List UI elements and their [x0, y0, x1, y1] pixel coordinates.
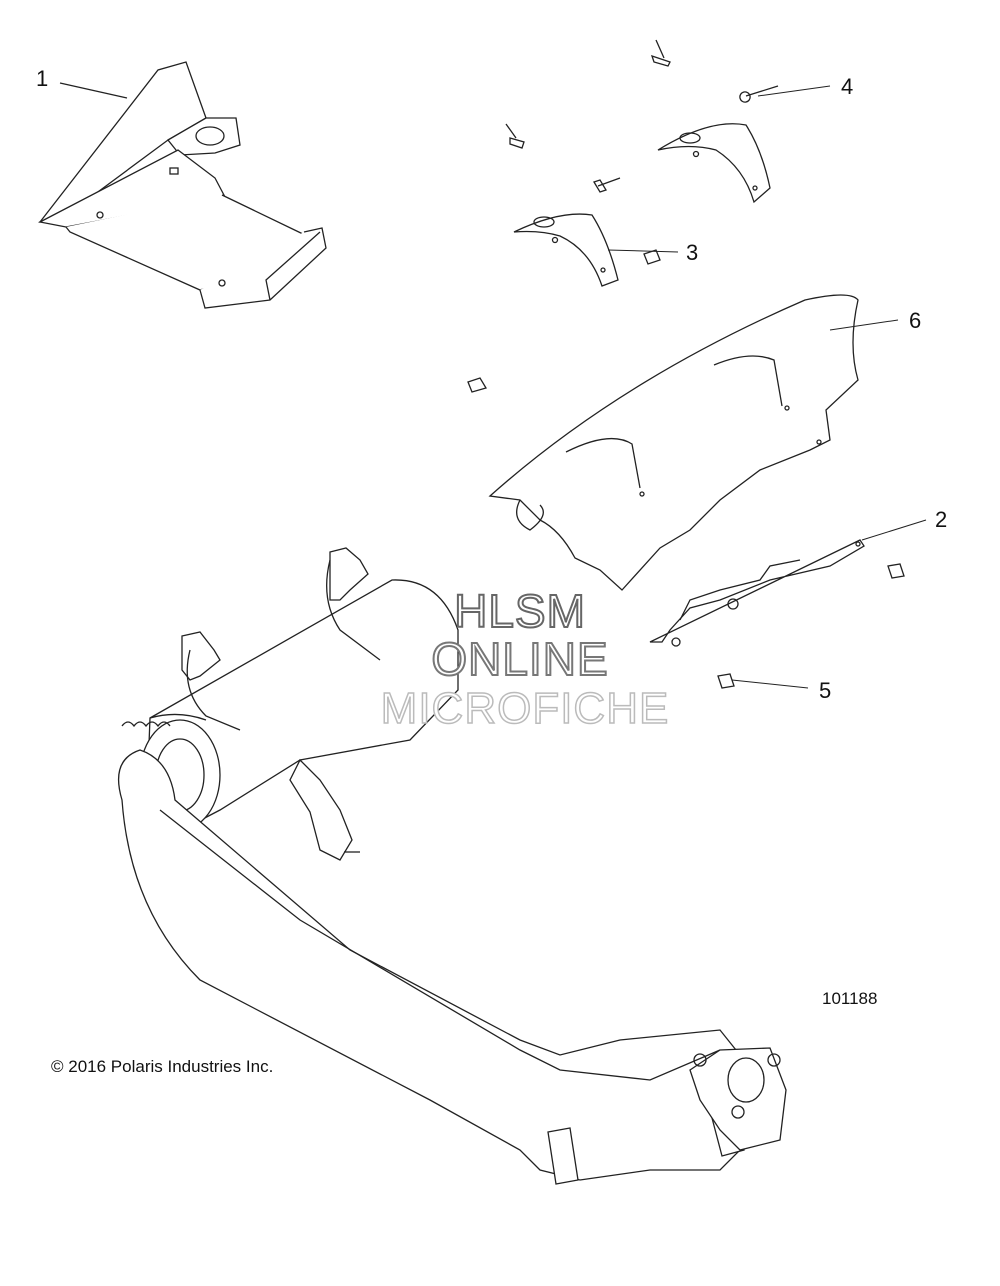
figure-number: 101188	[822, 989, 878, 1008]
callout-2: 2	[935, 507, 948, 532]
callout-1: 1	[36, 66, 49, 91]
leader-lines	[608, 86, 926, 688]
head-pipe	[119, 750, 786, 1184]
callout-6: 6	[909, 308, 922, 333]
callout-3: 3	[686, 240, 699, 265]
watermark-line-3: MICROFICHE	[380, 683, 670, 734]
callout-4: 4	[841, 74, 854, 99]
watermark-line-1: HLSM	[453, 584, 586, 638]
part-3-4-curved-shields	[514, 124, 770, 286]
copyright-notice: © 2016 Polaris Industries Inc.	[51, 1057, 274, 1076]
watermark-line-2: ONLINE	[430, 632, 609, 686]
part-2-bracket	[650, 540, 864, 646]
part-6-muffler-heat-shield	[490, 295, 858, 590]
part-1-heat-shield	[40, 62, 326, 308]
callout-5: 5	[819, 678, 832, 703]
